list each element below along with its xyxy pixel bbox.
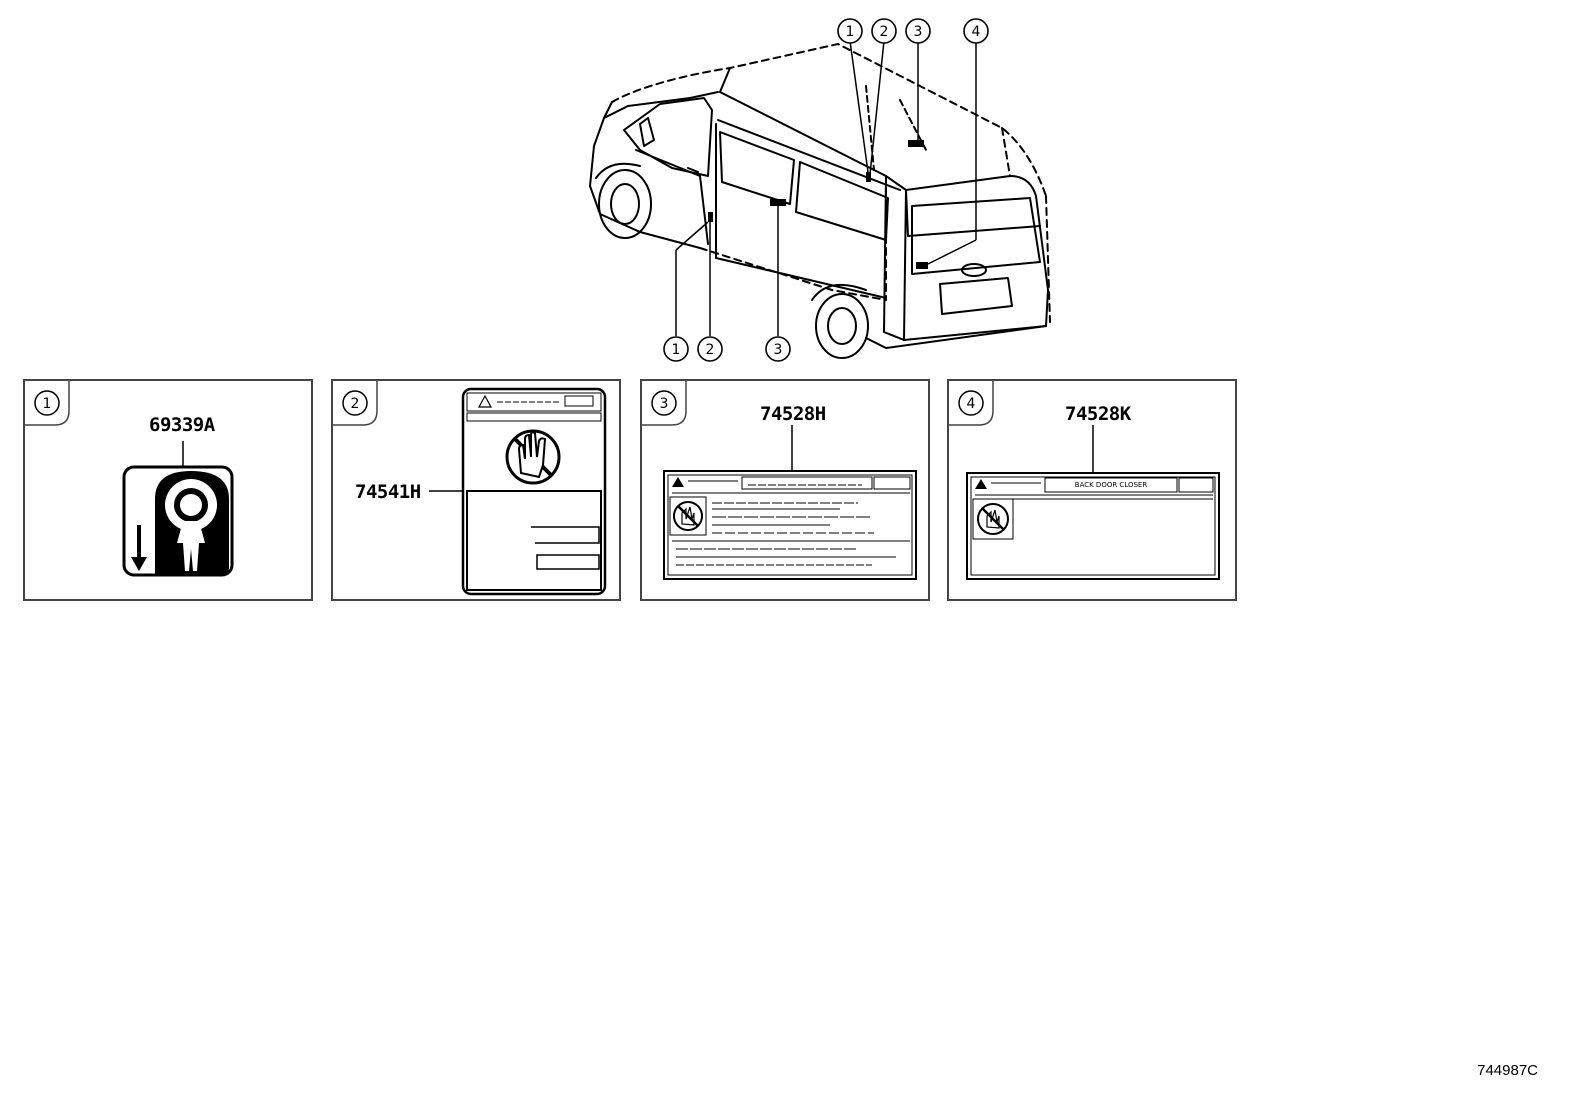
child-lock-decal xyxy=(122,441,234,577)
callout-4-top: 4 xyxy=(963,18,989,44)
callout-2-bottom: 2 xyxy=(697,336,723,362)
vehicle-diagram xyxy=(589,40,1051,359)
panel-3-index: 3 xyxy=(660,396,669,412)
panel-3-tag: 3 xyxy=(642,381,687,426)
callout-3-top: 3 xyxy=(905,18,931,44)
panel-4-leader xyxy=(1092,425,1094,475)
callout-1-bottom: 1 xyxy=(663,336,689,362)
callout-1-bottom-label: 1 xyxy=(672,342,681,358)
callout-3-bottom: 3 xyxy=(765,336,791,362)
callout-1-top-label: 1 xyxy=(846,24,855,40)
callout-2-bottom-label: 2 xyxy=(706,342,715,358)
panel-1-tag: 1 xyxy=(25,381,70,426)
callout-2-top: 2 xyxy=(871,18,897,44)
callout-3-top-label: 3 xyxy=(914,24,923,40)
callout-3-bottom-label: 3 xyxy=(774,342,783,358)
callout-2-top-label: 2 xyxy=(880,24,889,40)
panel-3: 3 74528H xyxy=(640,379,930,601)
panel-4-index: 4 xyxy=(967,396,976,412)
panel-2-tag: 2 xyxy=(333,381,378,426)
panel-1: 1 69339A xyxy=(23,379,313,601)
back-door-closer-label: BACK DOOR CLOSER xyxy=(966,472,1220,580)
callout-1-top: 1 xyxy=(837,18,863,44)
panel-1-index: 1 xyxy=(43,396,52,412)
panel-3-leader xyxy=(791,425,793,475)
callout-4-top-label: 4 xyxy=(972,24,981,40)
panel-1-part-number: 69339A xyxy=(149,414,215,436)
panel-2-part-number: 74541H xyxy=(355,481,421,503)
panel-2: 2 74541H xyxy=(331,379,621,601)
panel-2-leader xyxy=(429,490,467,492)
reference-code: 744987C xyxy=(1477,1062,1538,1079)
panel-4-part-number: 74528K xyxy=(1065,403,1131,425)
panel-2-index: 2 xyxy=(351,396,360,412)
panel-4: 4 74528K BACK DOOR CLOSER xyxy=(947,379,1237,601)
no-hand-warning-label xyxy=(461,387,607,596)
panel-4-tag: 4 xyxy=(949,381,994,426)
panel-3-part-number: 74528H xyxy=(760,403,826,425)
back-door-closer-heading: BACK DOOR CLOSER xyxy=(1075,481,1148,489)
warning-label-74528h xyxy=(663,470,917,580)
